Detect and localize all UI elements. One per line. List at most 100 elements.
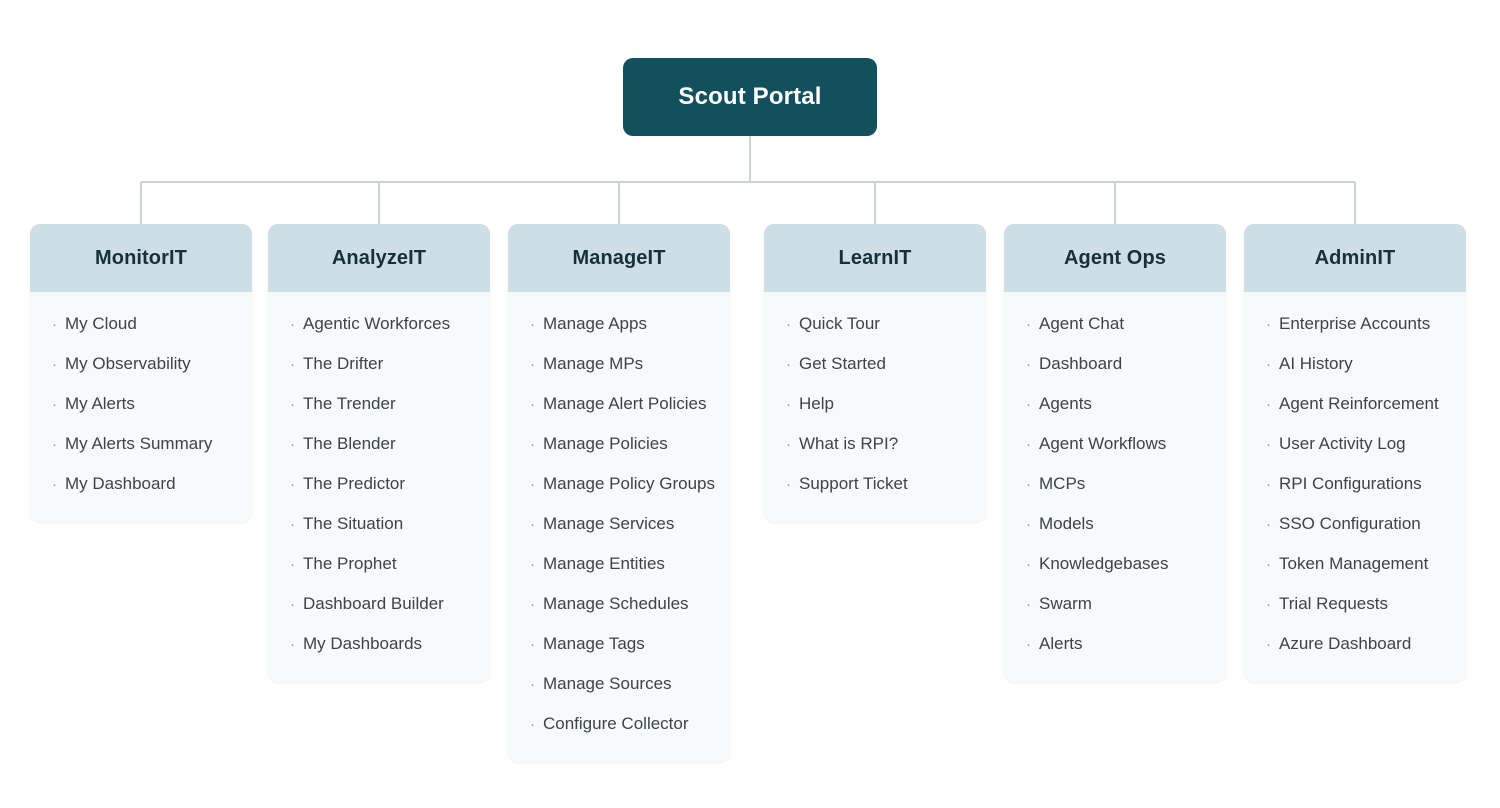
list-item-label: The Predictor — [303, 474, 406, 493]
list-item[interactable]: ·My Dashboards — [268, 624, 490, 664]
bullet-icon: · — [290, 476, 295, 493]
bullet-icon: · — [786, 316, 791, 333]
list-item-label: Manage Sources — [543, 674, 672, 693]
list-item[interactable]: ·Manage Services — [508, 504, 730, 544]
bullet-icon: · — [1026, 316, 1031, 333]
category-header[interactable]: ManageIT — [508, 224, 730, 292]
list-item[interactable]: ·Dashboard — [1004, 344, 1226, 384]
category-header[interactable]: AnalyzeIT — [268, 224, 490, 292]
list-item[interactable]: ·Support Ticket — [764, 464, 986, 504]
list-item[interactable]: ·Models — [1004, 504, 1226, 544]
category-header-label: MonitorIT — [95, 246, 187, 269]
list-item-label: Swarm — [1039, 594, 1092, 613]
list-item[interactable]: ·Swarm — [1004, 584, 1226, 624]
list-item[interactable]: ·Configure Collector — [508, 704, 730, 744]
category-header[interactable]: LearnIT — [764, 224, 986, 292]
bullet-icon: · — [1266, 516, 1271, 533]
bullet-icon: · — [1026, 436, 1031, 453]
list-item[interactable]: ·RPI Configurations — [1244, 464, 1466, 504]
root-node-scout-portal[interactable]: Scout Portal — [623, 58, 877, 136]
list-item[interactable]: ·My Alerts — [30, 384, 252, 424]
list-item[interactable]: ·Knowledgebases — [1004, 544, 1226, 584]
list-item-label: Agent Workflows — [1039, 434, 1167, 453]
list-item[interactable]: ·Alerts — [1004, 624, 1226, 664]
list-item[interactable]: ·Agentic Workforces — [268, 304, 490, 344]
bullet-icon: · — [290, 596, 295, 613]
list-item[interactable]: ·What is RPI? — [764, 424, 986, 464]
list-item[interactable]: ·My Dashboard — [30, 464, 252, 504]
list-item[interactable]: · Dashboard Builder — [268, 584, 490, 624]
category-header-label: AnalyzeIT — [331, 246, 427, 269]
bullet-icon: · — [1026, 556, 1031, 573]
list-item[interactable]: ·Manage Policies — [508, 424, 730, 464]
list-item[interactable]: · The Predictor — [268, 464, 490, 504]
list-item[interactable]: ·Help — [764, 384, 986, 424]
category-card-monitorit: MonitorIT·My Cloud·My Observability·My A… — [30, 224, 252, 522]
list-item[interactable]: · Agent Chat — [1004, 304, 1226, 344]
list-item[interactable]: ·Enterprise Accounts — [1244, 304, 1466, 344]
list-item[interactable]: ·Manage Entities — [508, 544, 730, 584]
category-header-label: AdminIT — [1314, 246, 1396, 269]
list-item[interactable]: ·Manage Alert Policies — [508, 384, 730, 424]
category-card-adminit: AdminIT·Enterprise Accounts·AI History·A… — [1244, 224, 1466, 682]
list-item[interactable]: ·Manage Schedules — [508, 584, 730, 624]
bullet-icon: · — [1026, 476, 1031, 493]
list-item-label: My Dashboards — [303, 634, 423, 653]
list-item[interactable]: ·SSO Configuration — [1244, 504, 1466, 544]
category-header-label: LearnIT — [838, 246, 912, 269]
list-item[interactable]: ·AI History — [1244, 344, 1466, 384]
list-item[interactable]: ·My Cloud — [30, 304, 252, 344]
list-item[interactable]: ·Token Management — [1244, 544, 1466, 584]
list-item-label: Agent Chat — [1039, 314, 1125, 333]
list-item[interactable]: ·The Situation — [268, 504, 490, 544]
list-item[interactable]: ·The Drifter — [268, 344, 490, 384]
list-item[interactable]: ·Manage Tags — [508, 624, 730, 664]
list-item[interactable]: · Get Started — [764, 344, 986, 384]
list-item[interactable]: · The Blender — [268, 424, 490, 464]
list-item[interactable]: · Quick Tour — [764, 304, 986, 344]
list-item[interactable]: ·Azure Dashboard — [1244, 624, 1466, 664]
list-item-label: Enterprise Accounts — [1279, 314, 1431, 333]
list-item[interactable]: ·The Trender — [268, 384, 490, 424]
list-item-label: Get Started — [799, 354, 886, 373]
category-header[interactable]: MonitorIT — [30, 224, 252, 292]
bullet-icon: · — [290, 436, 295, 453]
list-item-label: AI History — [1279, 354, 1353, 373]
list-item-label: The Blender — [303, 434, 396, 453]
list-item-label: Help — [799, 394, 834, 413]
bullet-icon: · — [1266, 596, 1271, 613]
category-header[interactable]: Agent Ops — [1004, 224, 1226, 292]
list-item-label: The Prophet — [303, 554, 397, 573]
list-item-label: Manage Entities — [543, 554, 665, 573]
category-card-agent-ops: Agent Ops · Agent Chat ·Dashboard·Agents · Ag… — [1004, 224, 1226, 682]
list-item-label: Dashboard Builder — [303, 594, 444, 613]
list-item[interactable]: ·My Observability — [30, 344, 252, 384]
bullet-icon: · — [1266, 436, 1271, 453]
list-item[interactable]: ·Manage Policy Groups — [508, 464, 730, 504]
list-item[interactable]: ·User Activity Log — [1244, 424, 1466, 464]
list-item[interactable]: ·Manage Sources — [508, 664, 730, 704]
list-item-label: The Trender — [303, 394, 396, 413]
bullet-icon: · — [786, 356, 791, 373]
list-item[interactable]: ·Trial Requests — [1244, 584, 1466, 624]
list-item-label: Models — [1039, 514, 1094, 533]
list-item-label: Quick Tour — [799, 314, 880, 333]
list-item[interactable]: ·The Prophet — [268, 544, 490, 584]
list-item[interactable]: ·Manage Apps — [508, 304, 730, 344]
list-item[interactable]: ·Agents — [1004, 384, 1226, 424]
category-header[interactable]: AdminIT — [1244, 224, 1466, 292]
category-item-list: ·Enterprise Accounts·AI History·Agent Re… — [1244, 292, 1466, 682]
list-item[interactable]: ·Agent Reinforcement — [1244, 384, 1466, 424]
bullet-icon: · — [52, 476, 57, 493]
bullet-icon: · — [530, 436, 535, 453]
category-item-list: ·Manage Apps·Manage MPs·Manage Alert Pol… — [508, 292, 730, 762]
list-item[interactable]: ·Manage MPs — [508, 344, 730, 384]
list-item[interactable]: ·My Alerts Summary — [30, 424, 252, 464]
list-item-label: Configure Collector — [543, 714, 689, 733]
list-item[interactable]: ·MCPs — [1004, 464, 1226, 504]
list-item-label: Alerts — [1039, 634, 1083, 653]
list-item-label: Support Ticket — [799, 474, 908, 493]
bullet-icon: · — [1266, 476, 1271, 493]
list-item[interactable]: · Agent Workflows — [1004, 424, 1226, 464]
